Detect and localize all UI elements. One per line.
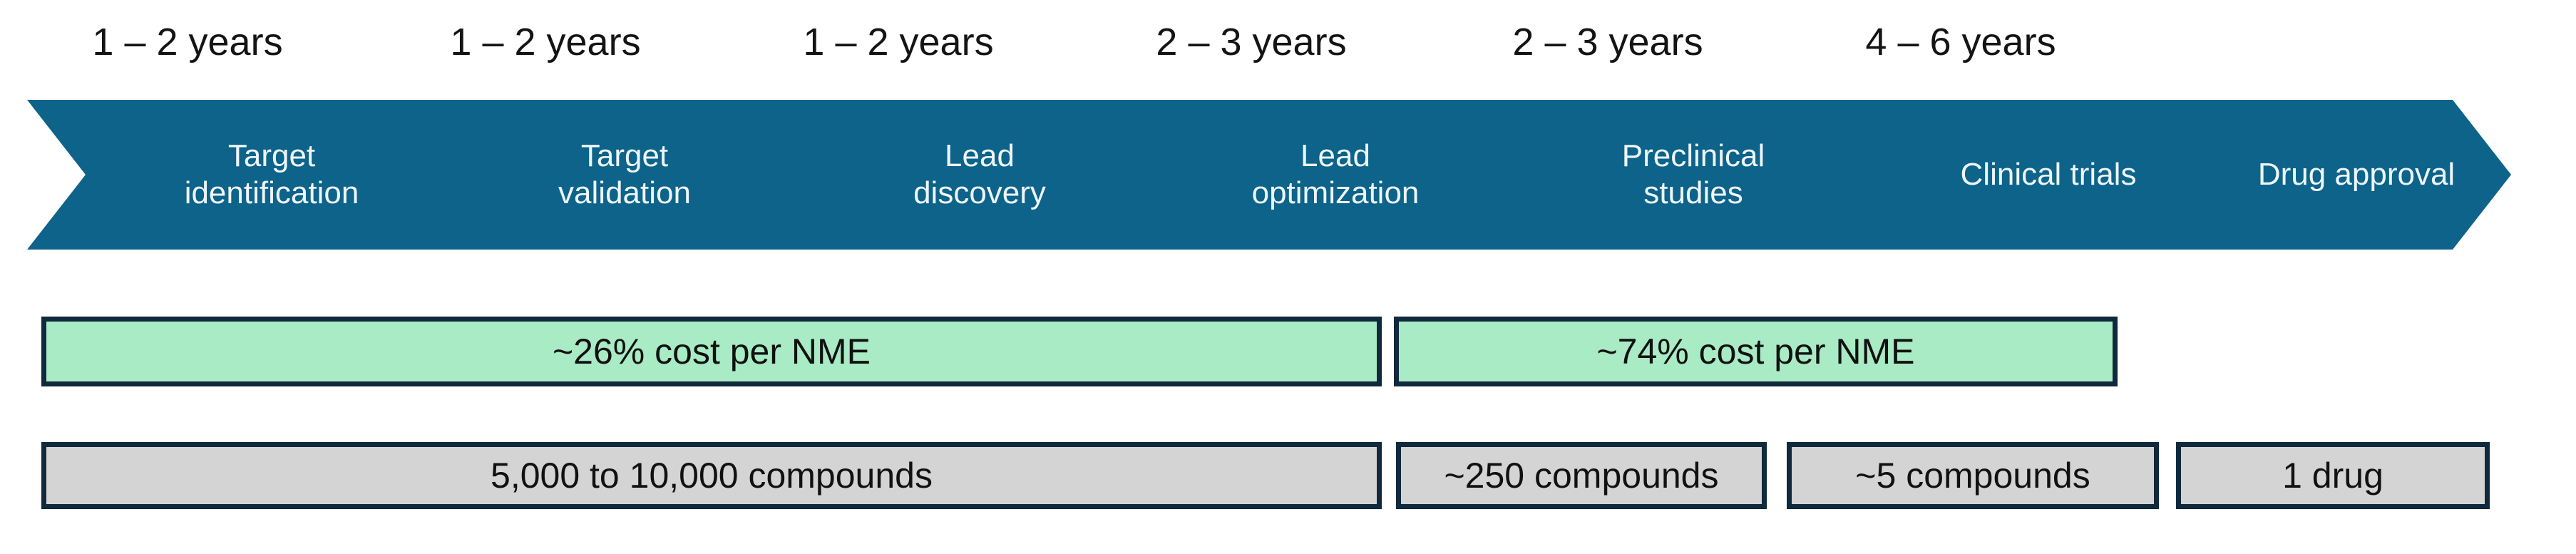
- pipeline-stage-chevron[interactable]: Lead optimization: [1091, 100, 1540, 250]
- pipeline-stage-row: Target identification Target validation …: [0, 100, 2576, 250]
- duration-label: 2 – 3 years: [1512, 21, 1703, 63]
- pipeline-stage-label: Target identification: [184, 138, 359, 210]
- compound-count-bar: ~250 compounds: [1396, 442, 1767, 509]
- cost-band-row: ~26% cost per NME ~74% cost per NME: [0, 317, 2576, 395]
- duration-label: 4 – 6 years: [1865, 21, 2056, 63]
- pipeline-stage-chevron[interactable]: Target identification: [27, 100, 476, 250]
- duration-label: 1 – 2 years: [803, 21, 994, 63]
- pipeline-stage-label: Clinical trials: [1960, 157, 2137, 193]
- cost-band-bar: ~74% cost per NME: [1394, 317, 2118, 386]
- cost-band-bar: ~26% cost per NME: [41, 317, 1382, 386]
- compound-count-bar: ~5 compounds: [1787, 442, 2159, 509]
- pipeline-stage-chevron[interactable]: Lead discovery: [735, 100, 1184, 250]
- pipeline-stage-label: Lead optimization: [1251, 138, 1420, 210]
- compound-count-row: 5,000 to 10,000 compounds ~250 compounds…: [0, 442, 2576, 520]
- compound-count-bar: 5,000 to 10,000 compounds: [41, 442, 1382, 509]
- duration-label: 1 – 2 years: [92, 21, 283, 63]
- pipeline-stage-label: Drug approval: [2257, 157, 2456, 193]
- pipeline-stage-label: Preclinical studies: [1621, 138, 1765, 210]
- pipeline-stage-label: Lead discovery: [913, 138, 1046, 210]
- pipeline-stage-label: Target validation: [558, 138, 691, 210]
- compound-count-bar: 1 drug: [2176, 442, 2490, 509]
- duration-label: 1 – 2 years: [450, 21, 641, 63]
- duration-label: 2 – 3 years: [1156, 21, 1347, 63]
- duration-label-row: 1 – 2 years 1 – 2 years 1 – 2 years 2 – …: [0, 20, 2576, 70]
